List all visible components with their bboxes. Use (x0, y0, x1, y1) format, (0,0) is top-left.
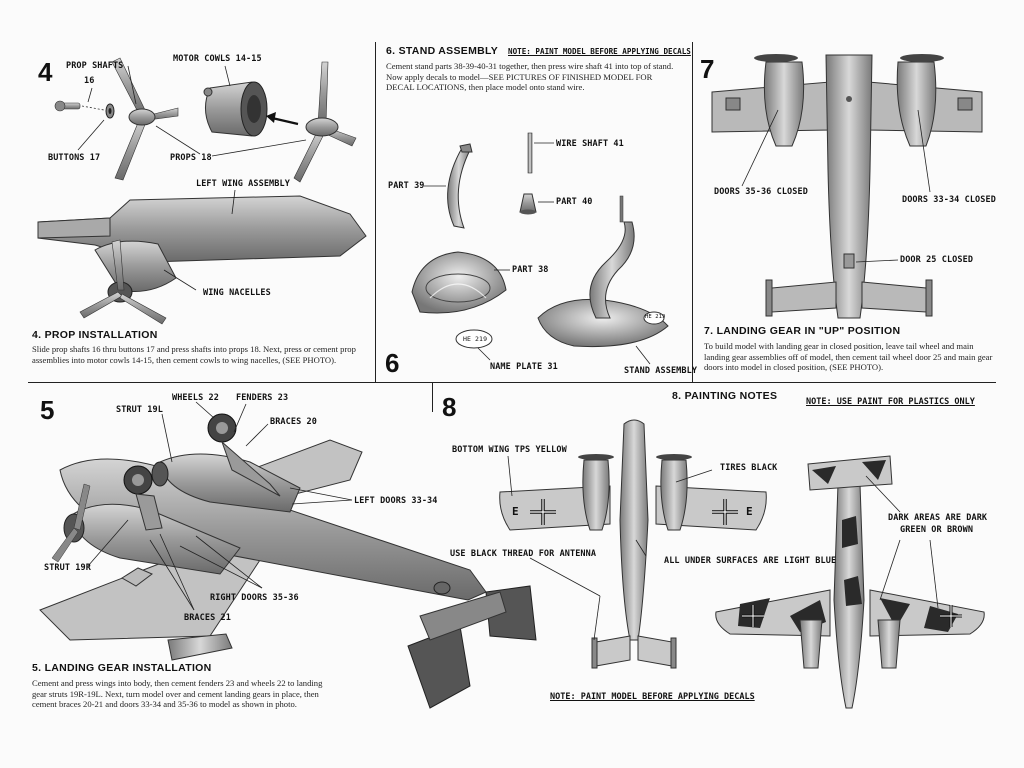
landing-gear-installation-heading: 5. LANDING GEAR INSTALLATION (32, 662, 212, 674)
wire-shaft-drawing (527, 132, 533, 174)
panel8-leader-lines (507, 455, 939, 641)
callout-strut-19l: STRUT 19L (116, 405, 163, 415)
painting-underside-plane-drawing (499, 419, 767, 669)
step-5-number: 5 (40, 395, 55, 425)
props-drawing (111, 57, 179, 181)
motor-cowl-drawing (203, 81, 268, 137)
step-4-number: 4 (38, 57, 53, 87)
callout-antenna: USE BLACK THREAD FOR ANTENNA (450, 549, 597, 559)
left-wing-drawing (37, 195, 367, 325)
callout-buttons: BUTTONS 17 (48, 153, 101, 163)
prop-assembly-drawing (293, 61, 357, 183)
callout-wheels: WHEELS 22 (172, 393, 219, 403)
divider-horizontal (28, 382, 996, 383)
landing-gear-up-heading: 7. LANDING GEAR IN "UP" POSITION (704, 325, 901, 337)
part38-drawing (411, 251, 507, 314)
callout-braces-20: BRACES 20 (270, 417, 317, 427)
name-plate-drawing (455, 329, 493, 349)
panel5-leader-lines (87, 401, 353, 611)
divider-vertical-bottom (432, 382, 433, 412)
painting-note-plastics: NOTE: USE PAINT FOR PLASTICS ONLY (806, 397, 975, 407)
wing-letter-left: E (512, 505, 519, 518)
callout-part-38: PART 38 (512, 265, 549, 275)
step-8-number: 8 (442, 392, 457, 422)
part39-drawing (447, 143, 473, 229)
callout-wire-shaft: WIRE SHAFT 41 (556, 139, 624, 149)
callout-part-39: PART 39 (388, 181, 425, 191)
callout-dark-areas-line2: GREEN OR BROWN (900, 525, 974, 535)
callout-stand-assembly: STAND ASSEMBLY (624, 366, 698, 376)
painting-notes-heading: 8. PAINTING NOTES (672, 390, 778, 402)
painting-camo-plane-drawing (715, 455, 985, 709)
callout-props: PROPS 18 (170, 153, 212, 163)
prop-installation-text: Slide prop shafts 16 thru buttons 17 and… (32, 344, 356, 365)
callout-motor-cowls: MOTOR COWLS 14-15 (173, 54, 262, 64)
callout-door-25: DOOR 25 CLOSED (900, 255, 974, 265)
callout-prop-shafts: PROP SHAFTS (66, 61, 124, 71)
callout-fenders: FENDERS 23 (236, 393, 289, 403)
buttons-drawing (105, 103, 115, 119)
part40-drawing (519, 193, 537, 215)
panel4-leader-lines (77, 65, 307, 291)
callout-strut-19r: STRUT 19R (44, 563, 91, 573)
stand-note-paint: NOTE: PAINT MODEL BEFORE APPLYING DECALS (508, 47, 691, 56)
step-6-number: 6 (385, 348, 400, 378)
callout-under-surfaces: ALL UNDER SURFACES ARE LIGHT BLUE (664, 556, 837, 566)
callout-braces-21: BRACES 21 (184, 613, 231, 623)
panel6-leader-lines (424, 142, 651, 365)
name-plate-lettering: HE 219 (463, 335, 488, 343)
stand-assembly-drawing (537, 195, 669, 348)
callout-dark-areas-line1: DARK AREAS ARE DARK (888, 513, 988, 523)
callout-part-40: PART 40 (556, 197, 593, 207)
prop-installation-heading: 4. PROP INSTALLATION (32, 329, 158, 341)
divider-vertical-top-left (375, 42, 376, 382)
callout-prop-shafts-number: 16 (84, 76, 95, 86)
stand-plate-lettering: HE 219 (645, 314, 666, 320)
callout-doors-35-36: DOORS 35-36 CLOSED (714, 187, 808, 197)
callout-name-plate: NAME PLATE 31 (490, 362, 558, 372)
wing-letter-right: E (746, 505, 753, 518)
stand-assembly-heading: 6. STAND ASSEMBLY (386, 45, 499, 57)
callout-doors-33-34: DOORS 33-34 CLOSED (902, 195, 996, 205)
stand-assembly-text: Cement stand parts 38-39-40-31 together,… (386, 61, 674, 92)
landing-gear-installation-text: Cement and press wings into body, then c… (32, 678, 323, 709)
step-7-number: 7 (700, 54, 715, 84)
callout-right-doors: RIGHT DOORS 35-36 (210, 593, 299, 603)
callout-left-wing: LEFT WING ASSEMBLY (196, 179, 290, 189)
landing-gear-plane-drawing (39, 413, 537, 709)
panel7-leader-lines (741, 109, 931, 263)
painting-note-decals: NOTE: PAINT MODEL BEFORE APPLYING DECALS (550, 692, 755, 702)
gear-up-plane-drawing (711, 54, 983, 319)
divider-vertical-top-right (692, 42, 693, 382)
callout-wing-nacelles: WING NACELLES (203, 288, 271, 298)
callout-left-doors: LEFT DOORS 33-34 (354, 496, 438, 506)
landing-gear-up-text: To build model with landing gear in clos… (704, 341, 993, 372)
callout-bottom-wing: BOTTOM WING TPS YELLOW (452, 445, 567, 455)
prop-shaft-drawing (54, 100, 105, 112)
callout-tires: TIRES BLACK (720, 463, 778, 473)
